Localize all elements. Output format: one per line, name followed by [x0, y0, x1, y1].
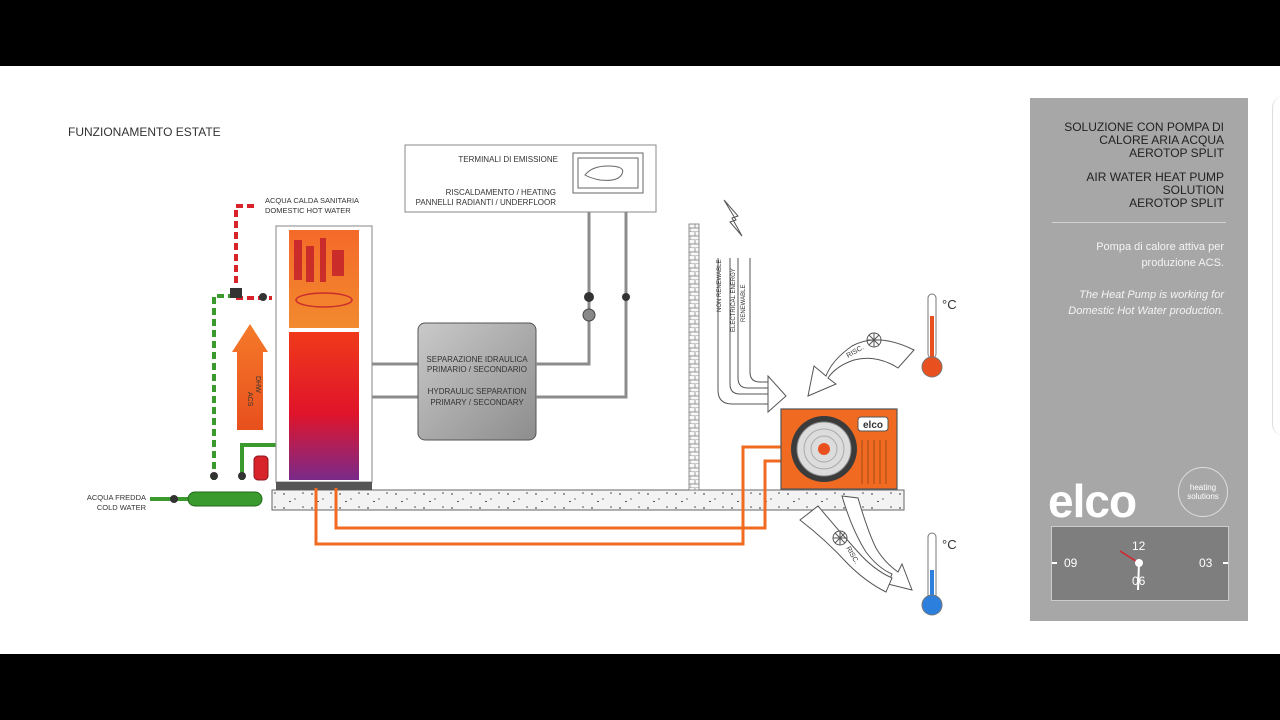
thermo-unit-lower: °C	[942, 537, 957, 552]
info-panel: SOLUZIONE CON POMPA DI CALORE ARIA ACQUA…	[1030, 98, 1248, 621]
panel-title-it-line3: AEROTOP SPLIT	[1129, 146, 1224, 160]
heating-solutions-badge: heating solutions	[1178, 467, 1228, 517]
separator-it-2: PRIMARIO / SECONDARIO	[427, 365, 527, 374]
next-slide-edge	[1272, 96, 1280, 436]
panel-title-it: SOLUZIONE CON POMPA DI CALORE ARIA ACQUA…	[1064, 121, 1224, 160]
panel-desc-en-line1: The Heat Pump is working for	[1079, 289, 1224, 301]
air-exhaust-arrow	[841, 495, 913, 591]
panel-divider	[1052, 222, 1226, 223]
clock-widget: 12 03 06 09	[1051, 526, 1229, 601]
panel-title-en-line2: SOLUTION	[1162, 183, 1224, 197]
tank-internals	[294, 238, 353, 308]
separator-en-1: HYDRAULIC SEPARATION	[428, 387, 527, 396]
terminals-line-2: PANNELLI RADIANTI / UNDERFLOOR	[416, 198, 557, 207]
clock-12: 12	[1132, 539, 1146, 553]
lightning-icon	[723, 199, 743, 237]
terminals-line-1: RISCALDAMENTO / HEATING	[446, 188, 556, 197]
valve-hot	[170, 288, 267, 503]
separator-it-1: SEPARAZIONE IDRAULICA	[426, 355, 528, 364]
thermometer-cold	[921, 532, 943, 616]
cold-label-en: COLD WATER	[97, 503, 147, 512]
system-diagram: FUNZIONAMENTO ESTATE	[68, 125, 957, 616]
dhw-label-it: ACQUA CALDA SANITARIA	[265, 196, 359, 205]
secondary-pipe-flow	[536, 212, 591, 366]
clock-hands	[1052, 550, 1228, 591]
tank-storage	[289, 332, 359, 480]
brick-wall	[688, 223, 700, 491]
panel-desc-it-line1: Pompa di calore attiva per	[1096, 241, 1224, 253]
diagram-title: FUNZIONAMENTO ESTATE	[68, 125, 221, 139]
panel-desc-en: The Heat Pump is working for Domestic Ho…	[1068, 287, 1224, 319]
clock-03: 03	[1199, 556, 1213, 570]
cold-water-pipe	[212, 294, 232, 480]
energy-flow-arrows	[717, 258, 787, 414]
air-intake-arrow	[807, 339, 915, 397]
cold-label-it: ACQUA FREDDA	[87, 493, 146, 502]
cold-water-supply	[240, 443, 276, 480]
panel-title-it-line2: CALORE ARIA ACQUA	[1099, 133, 1224, 147]
tank-base	[276, 482, 372, 490]
panel-title-en-line1: AIR WATER HEAT PUMP	[1086, 170, 1224, 184]
panel-desc-en-line2: Domestic Hot Water production.	[1068, 305, 1224, 317]
energy-non-renewable: NON RENEWABLE	[717, 260, 723, 312]
dhw-label-en: DOMESTIC HOT WATER	[265, 206, 351, 215]
unit-brand-label: elco	[863, 420, 883, 431]
badge-line1: heating	[1189, 483, 1217, 492]
elco-logo: elco	[1048, 475, 1137, 527]
panel-title-it-line1: SOLUZIONE CON POMPA DI	[1064, 120, 1224, 134]
panel-desc-it: Pompa di calore attiva per produzione AC…	[1096, 239, 1224, 271]
heat-pump-flow-pipe	[314, 445, 782, 546]
clock-09: 09	[1064, 556, 1078, 570]
secondary-pipe-return	[536, 212, 628, 399]
air-exhaust-arrow-body	[799, 505, 893, 593]
hydraulic-separator	[417, 322, 537, 441]
fan-icon-upper	[866, 332, 882, 348]
hot-water-pipe	[234, 204, 258, 283]
outdoor-heat-pump-unit: elco	[780, 408, 898, 490]
floor-slab	[271, 489, 905, 511]
dhw-arrow-label-acs: ACS	[246, 392, 253, 407]
heat-pump-return-pipe	[334, 459, 782, 530]
panel-title-en-line3: AEROTOP SPLIT	[1129, 196, 1224, 210]
energy-electrical: ELECTRICAL ENERGY	[731, 268, 737, 332]
panel-title-en: AIR WATER HEAT PUMP SOLUTION AEROTOP SPL…	[1086, 171, 1224, 210]
thermometer-hot	[921, 293, 943, 378]
dhw-arrow-label-dhw: DHW	[254, 376, 261, 393]
badge-line2: solutions	[1187, 492, 1219, 501]
slide: FUNZIONAMENTO ESTATE	[0, 66, 1280, 654]
energy-renewable: RENEWABLE	[741, 285, 747, 322]
panel-desc-it-line2: produzione ACS.	[1141, 257, 1224, 269]
expansion-vessel	[253, 455, 269, 481]
secondary-valves	[582, 292, 630, 322]
dhw-arrow	[232, 324, 268, 430]
underfloor-panel-icon	[572, 152, 644, 194]
terminals-title: TERMINALI DI EMISSIONE	[458, 155, 558, 164]
fan-icon-lower	[832, 530, 848, 546]
cold-water-manifold	[187, 491, 263, 507]
thermo-unit-upper: °C	[942, 297, 957, 312]
separator-en-2: PRIMARY / SECONDARY	[430, 398, 524, 407]
